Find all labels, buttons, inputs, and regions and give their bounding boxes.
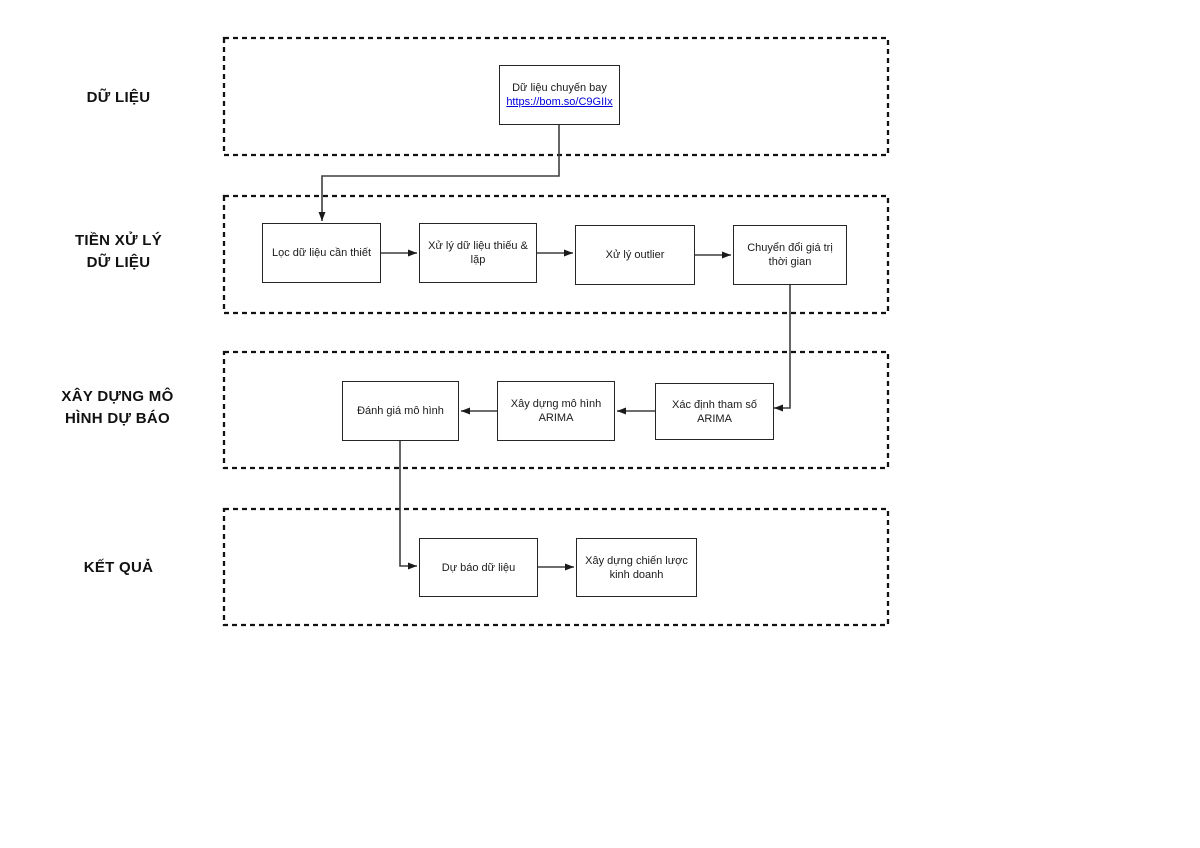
handle-missing-duplicate-box: Xử lý dữ liệu thiếu & lặp [419, 223, 537, 283]
section-frame-results [222, 507, 890, 627]
section-label-data: DỮ LIỆU [86, 89, 151, 106]
flight-data-link[interactable]: https://bom.so/C9GIIx [506, 96, 613, 108]
build-business-strategy-box: Xây dựng chiến lược kinh doanh [576, 538, 697, 597]
flight-data-box: Dữ liệu chuyến bay https://bom.so/C9GIIx [499, 65, 620, 125]
section-frame-data [222, 36, 890, 157]
arrow-convert-to-params [774, 285, 791, 412]
section-label-preprocessing: TIỀN XỬ LÝ DỮ LIỆU [74, 232, 163, 271]
evaluate-model-box: Đánh giá mô hình [342, 381, 459, 441]
flight-data-title: Dữ liệu chuyến bay [512, 82, 607, 94]
section-frame-preprocessing [222, 194, 890, 315]
build-arima-model-box: Xây dựng mô hình ARIMA [497, 381, 615, 441]
section-frame-modeling [222, 350, 890, 470]
convert-time-values-box: Chuyển đổi giá trị thời gian [733, 225, 847, 285]
filter-data-box: Lọc dữ liệu cần thiết [262, 223, 381, 283]
section-label-modeling: XÂY DỰNG MÔ HÌNH DỰ BÁO [61, 388, 174, 427]
determine-arima-params-box: Xác định tham số ARIMA [655, 383, 774, 440]
arrow-evaluate-to-forecast [399, 441, 417, 570]
section-label-results: KẾT QUẢ [83, 559, 154, 576]
arrow-flightdata-to-filter [318, 125, 560, 221]
forecast-data-box: Dự báo dữ liệu [419, 538, 538, 597]
handle-outlier-box: Xử lý outlier [575, 225, 695, 285]
